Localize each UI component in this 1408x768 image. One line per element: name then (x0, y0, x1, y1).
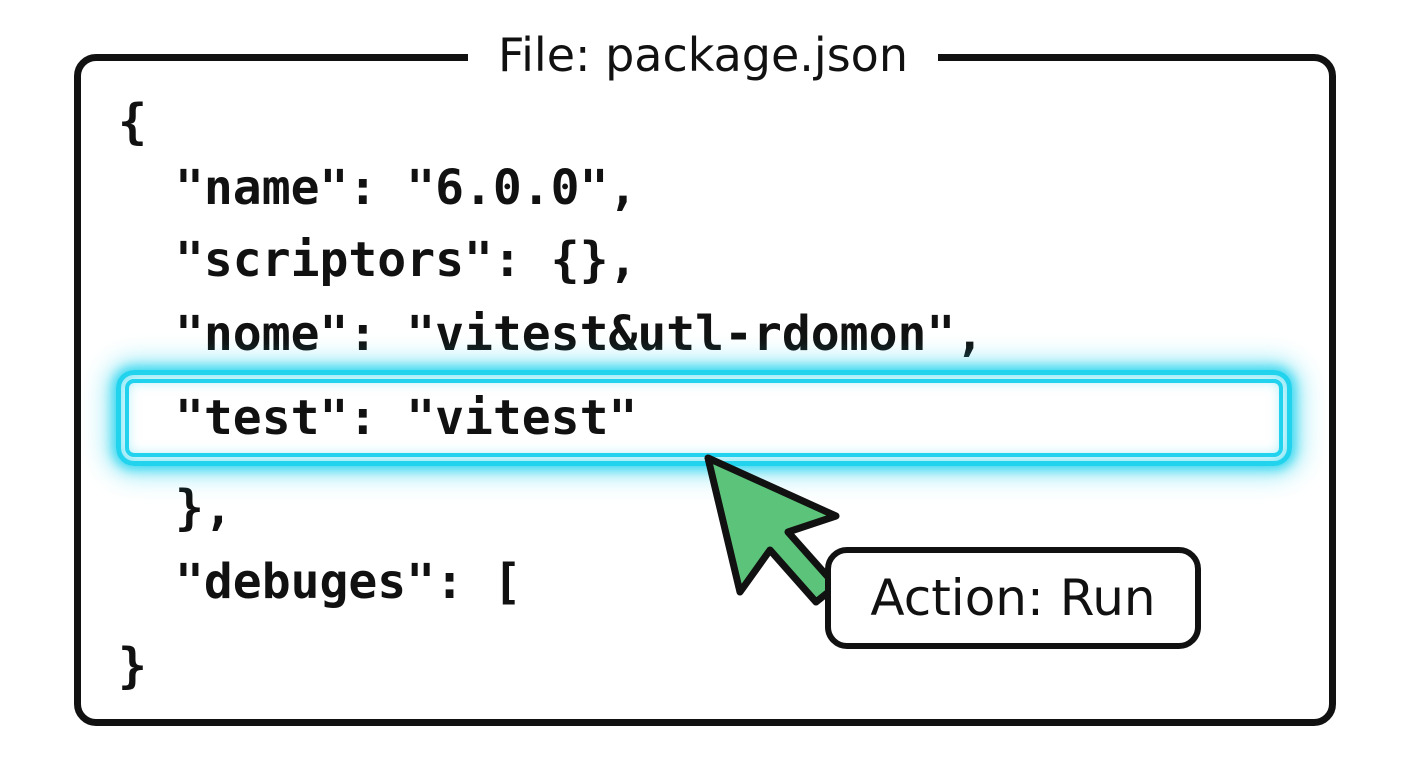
code-line: }, (175, 480, 233, 536)
code-line: } (118, 638, 147, 694)
code-line[interactable]: "name": "6.0.0", (175, 160, 638, 216)
code-line[interactable]: "debuges": [ (175, 554, 522, 610)
run-action-button[interactable]: Action: Run (825, 547, 1201, 649)
code-line-test-script[interactable]: "test": "vitest" (175, 390, 638, 446)
highlighted-test-line[interactable] (116, 370, 1292, 466)
file-title: File: package.json (468, 24, 938, 86)
code-line[interactable]: "nome": "vitest&utl-rdomon", (175, 306, 985, 362)
code-line[interactable]: "scriptors": {}, (175, 232, 638, 288)
code-line: { (118, 94, 147, 150)
